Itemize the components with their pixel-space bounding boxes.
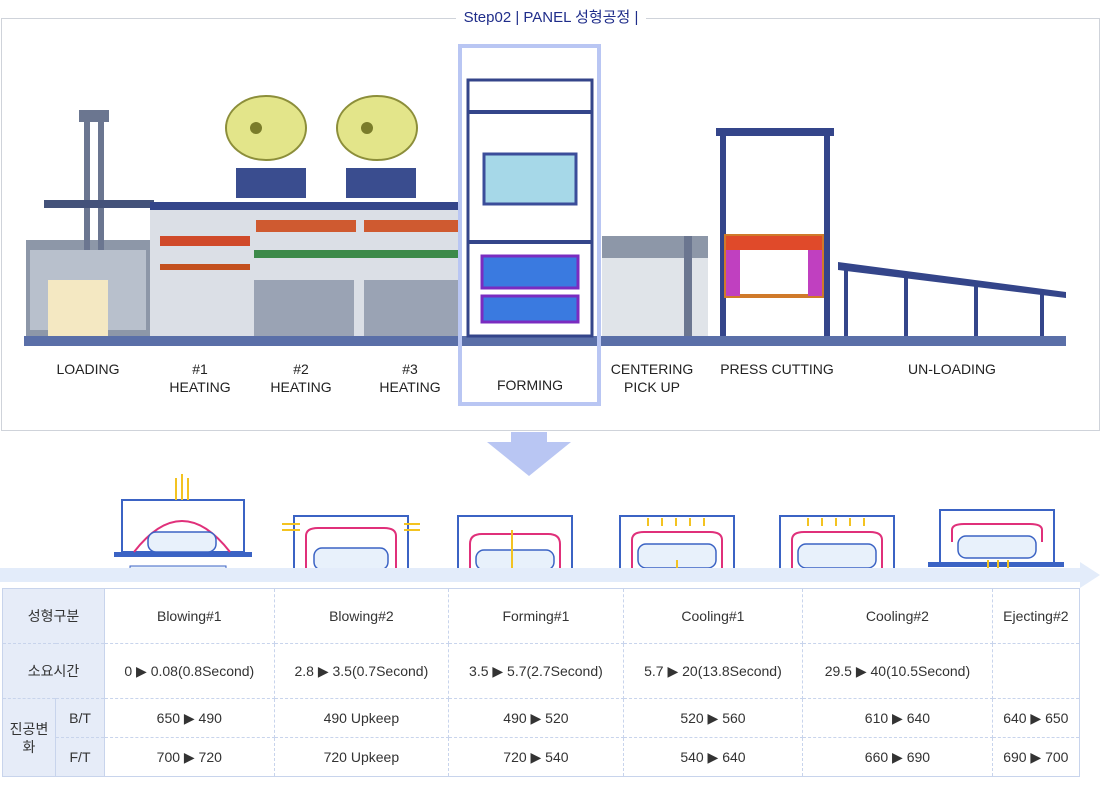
stage-label-loading: LOADING — [56, 361, 120, 377]
table-cell: 3.5 ▶ 5.7(2.7Second) — [448, 643, 624, 699]
row-header-ft: F/T — [55, 737, 105, 777]
loading-station-icon — [26, 110, 154, 336]
table-cell: Ejecting#2 — [992, 588, 1081, 644]
table-cell: 520 ▶ 560 — [623, 698, 804, 738]
table-cell: 690 ▶ 700 — [992, 737, 1081, 777]
stage-label-press-cutting: PRESS CUTTING — [720, 361, 834, 377]
heating-section-icon — [150, 202, 462, 336]
timeline-arrow-icon — [0, 562, 1100, 588]
table-row: 진공변화 B/T 650 ▶ 490 490 Upkeep 490 ▶ 520 … — [2, 698, 1081, 777]
table-cell: 5.7 ▶ 20(13.8Second) — [623, 643, 804, 699]
table-cell: 2.8 ▶ 3.5(0.7Second) — [274, 643, 450, 699]
stage-label-forming: FORMING — [496, 377, 564, 393]
table-cell: 640 ▶ 650 — [992, 698, 1081, 738]
row-header-vacuum: 진공변화 — [2, 698, 56, 777]
tank-icon — [225, 95, 418, 198]
table-cell: Cooling#1 — [623, 588, 804, 644]
press-cutting-icon — [716, 128, 834, 336]
table-cell: 720 ▶ 540 — [448, 737, 624, 777]
stage-label-unloading: UN-LOADING — [908, 361, 996, 377]
step-diagram-blowing-1 — [114, 474, 252, 575]
table-cell: 650 ▶ 490 — [104, 698, 275, 738]
table-row: 성형구분 Blowing#1 Blowing#2 Forming#1 Cooli… — [2, 588, 1081, 644]
table-row: F/T 700 ▶ 720 720 Upkeep 720 ▶ 540 540 ▶… — [3, 737, 1081, 777]
forming-highlight-box — [458, 44, 601, 406]
table-cell: 490 ▶ 520 — [448, 698, 624, 738]
table-cell: Blowing#1 — [104, 588, 275, 644]
table-cell: Cooling#2 — [802, 588, 993, 644]
down-arrow-icon — [487, 432, 571, 476]
table-cell: 490 Upkeep — [274, 698, 450, 738]
table-cell: 700 ▶ 720 — [104, 737, 275, 777]
row-header-type: 성형구분 — [2, 588, 105, 644]
unloading-conveyor-icon — [838, 262, 1066, 336]
table-cell: 610 ▶ 640 — [802, 698, 993, 738]
table-cell: 0 ▶ 0.08(0.8Second) — [104, 643, 275, 699]
row-header-time: 소요시간 — [2, 643, 105, 699]
forming-station-icon — [466, 78, 594, 338]
table-cell: 660 ▶ 690 — [802, 737, 993, 777]
page-title: Step02 | PANEL 성형공정 | — [455, 6, 647, 27]
table-cell: 29.5 ▶ 40(10.5Second) — [802, 643, 993, 699]
table-cell: 720 Upkeep — [274, 737, 450, 777]
production-line-illustration — [24, 78, 1066, 346]
table-cell: Forming#1 — [448, 588, 624, 644]
table-cell: Blowing#2 — [274, 588, 450, 644]
process-table: 성형구분 Blowing#1 Blowing#2 Forming#1 Cooli… — [2, 588, 1081, 777]
row-header-bt: B/T — [55, 698, 105, 738]
centering-station-icon — [602, 236, 708, 336]
table-row: 소요시간 0 ▶ 0.08(0.8Second) 2.8 ▶ 3.5(0.7Se… — [2, 643, 1081, 699]
table-cell — [992, 643, 1081, 699]
table-cell: 540 ▶ 640 — [623, 737, 804, 777]
